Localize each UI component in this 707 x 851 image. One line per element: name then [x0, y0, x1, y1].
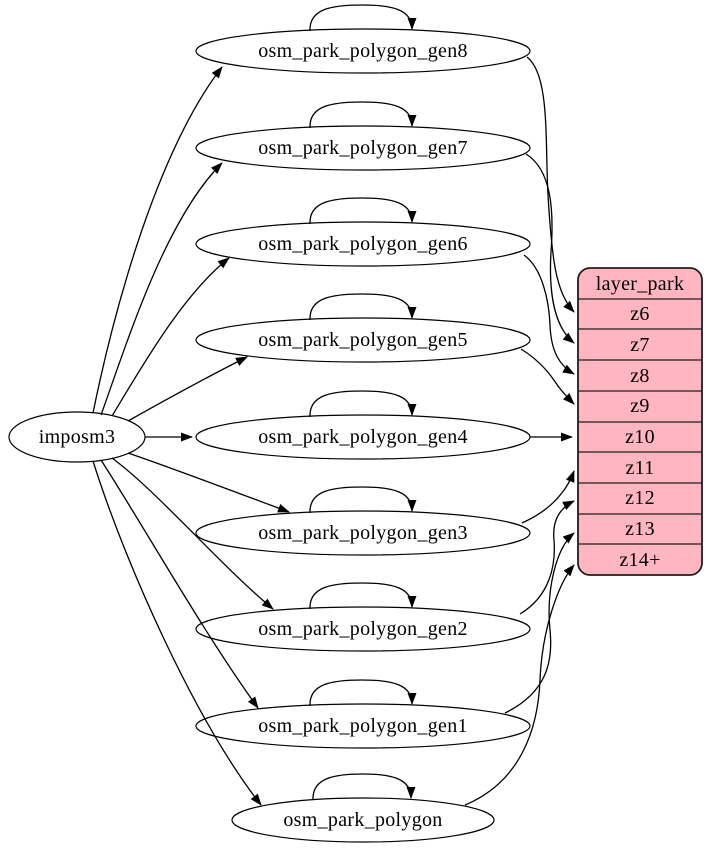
label-osm-park-polygon-gen8: osm_park_polygon_gen8: [258, 40, 468, 62]
label-osm-park-polygon: osm_park_polygon: [283, 809, 442, 831]
layer-row-z13: z13: [625, 518, 655, 540]
edge-gen1-to-z13: [504, 532, 575, 714]
self-loop-gen2: [309, 582, 417, 610]
edge-imposm3-to-gen3: [127, 452, 290, 513]
edge-imposm3-to-gen5: [127, 356, 248, 422]
layer-row-z7: z7: [630, 334, 649, 356]
self-loop-edges: [309, 4, 417, 801]
edge-imposm3-to-gen6: [111, 257, 230, 417]
self-loop-gen4: [309, 390, 417, 418]
fan-edges-from-imposm3: [92, 66, 290, 806]
layer-row-z11: z11: [625, 457, 654, 479]
layer-park-node: layer_park z6 z7 z8 z9 z10 z11 z12 z13 z…: [577, 267, 703, 576]
layer-row-z9: z9: [630, 395, 649, 417]
edge-imposm3-to-gen8: [92, 66, 223, 414]
table-nodes: [8, 28, 531, 843]
self-loop-gen3: [309, 486, 417, 514]
edge-gen8-to-z6: [526, 56, 575, 313]
label-osm-park-polygon-gen4: osm_park_polygon_gen4: [258, 426, 468, 448]
node-osm-park-polygon: [231, 797, 495, 843]
output-edges-to-layer: [464, 56, 575, 806]
edge-gen5-to-z9: [520, 348, 575, 405]
layer-row-z10: z10: [625, 426, 655, 448]
label-osm-park-polygon-gen3: osm_park_polygon_gen3: [258, 522, 468, 544]
edge-imposm3-to-polygon: [92, 460, 262, 806]
label-osm-park-polygon-gen1: osm_park_polygon_gen1: [258, 715, 468, 737]
node-osm-park-polygon-gen5: [195, 317, 531, 363]
edge-gen3-to-z11: [521, 470, 575, 524]
self-loop-gen5: [309, 293, 417, 321]
node-osm-park-polygon-gen7: [195, 125, 531, 171]
edge-imposm3-to-gen7: [100, 162, 223, 416]
self-loop-gen8: [309, 4, 417, 32]
label-imposm3: imposm3: [39, 426, 116, 448]
node-osm-park-polygon-gen1: [195, 703, 531, 749]
label-osm-park-polygon-gen2: osm_park_polygon_gen2: [258, 618, 468, 640]
edge-gen6-to-z8: [523, 254, 575, 375]
edge-imposm3-to-gen2: [111, 457, 274, 610]
edge-polygon-to-z14: [464, 564, 575, 806]
layer-park-title: layer_park: [596, 273, 685, 295]
node-labels: imposm3 osm_park_polygon_gen8 osm_park_p…: [39, 40, 468, 831]
label-osm-park-polygon-gen7: osm_park_polygon_gen7: [258, 137, 468, 159]
node-osm-park-polygon-gen3: [195, 510, 531, 556]
layer-row-z6: z6: [630, 303, 649, 325]
node-osm-park-polygon-gen6: [195, 221, 531, 267]
layer-row-z8: z8: [630, 365, 649, 387]
node-osm-park-polygon-gen2: [195, 606, 531, 652]
self-loop-gen1: [309, 679, 417, 707]
node-osm-park-polygon-gen8: [195, 28, 531, 74]
edge-gen2-to-z12: [519, 500, 575, 615]
layer-row-z12: z12: [625, 487, 655, 509]
label-osm-park-polygon-gen5: osm_park_polygon_gen5: [258, 329, 468, 351]
edge-gen7-to-z7: [525, 153, 575, 344]
self-loop-polygon: [312, 773, 416, 801]
self-loop-gen6: [309, 197, 417, 225]
label-osm-park-polygon-gen6: osm_park_polygon_gen6: [258, 233, 468, 255]
layer-row-z14plus: z14+: [619, 549, 660, 571]
self-loop-gen7: [309, 101, 417, 129]
edge-imposm3-to-gen1: [100, 459, 259, 709]
